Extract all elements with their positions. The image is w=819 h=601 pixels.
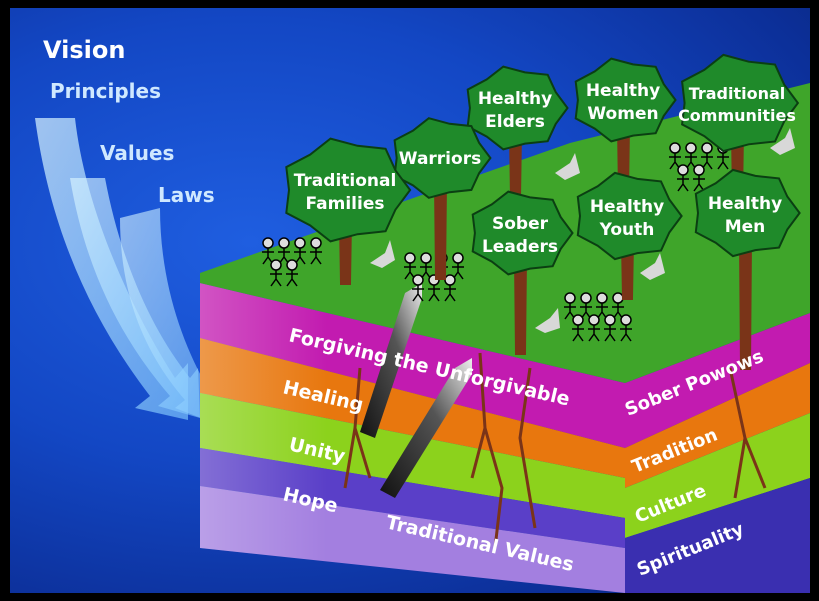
stick-figure	[310, 237, 322, 265]
stick-figure	[693, 164, 705, 192]
black-arrow-1	[360, 283, 422, 438]
stick-figure	[286, 259, 298, 287]
tree-label: Communities	[678, 106, 796, 125]
growth-arrow	[555, 153, 580, 180]
stick-figure	[620, 314, 632, 342]
values-label: Values	[100, 141, 174, 165]
tree-canopy	[574, 57, 677, 143]
stick-figures	[262, 142, 729, 342]
tree-label: Women	[587, 104, 658, 124]
tree-label: Sober	[492, 214, 549, 234]
growth-arrows	[370, 128, 795, 333]
tree-canopy	[466, 65, 569, 151]
stick-figure	[588, 314, 600, 342]
stick-figure	[596, 292, 608, 320]
stick-figure	[580, 292, 592, 320]
stick-figure	[444, 274, 456, 302]
tree-label: Healthy	[590, 197, 664, 217]
growth-arrow	[640, 253, 665, 280]
tree-canopy	[285, 137, 412, 243]
cascade-arrow-3	[120, 208, 214, 423]
growth-arrow	[770, 128, 795, 155]
stick-figure	[564, 292, 576, 320]
side-text: Vision Principles Values Laws	[43, 36, 215, 207]
principles-label: Principles	[50, 79, 161, 103]
tree-canopy	[576, 171, 683, 261]
tree-canopy	[694, 168, 801, 258]
tree-label: Youth	[599, 220, 655, 240]
tree: Warriors	[393, 117, 492, 280]
growth-arrow	[370, 240, 395, 268]
tree-label: Leaders	[482, 237, 558, 257]
stick-figure	[404, 252, 416, 280]
tree-canopy	[393, 117, 492, 199]
side-layer-culture	[625, 413, 810, 538]
cascade-arrows	[35, 118, 214, 423]
laws-label: Laws	[158, 183, 215, 207]
stick-figure	[677, 164, 689, 192]
tree-canopy	[471, 190, 574, 276]
stick-figure	[278, 237, 290, 265]
tree-label: Warriors	[399, 149, 481, 169]
tree-label: Elders	[485, 112, 545, 132]
stick-figure	[270, 259, 282, 287]
stick-figure	[294, 237, 306, 265]
stick-figure	[685, 142, 697, 170]
tree-label: Traditional	[689, 84, 786, 103]
black-arrow-2	[380, 358, 472, 498]
side-layer-sober-powows	[625, 313, 810, 448]
vision-label: Vision	[43, 36, 125, 64]
trees: HealthyEldersHealthyWomenTraditionalComm…	[285, 53, 801, 370]
stick-figure	[452, 252, 464, 280]
roots	[343, 352, 767, 549]
tree-label: Healthy	[586, 81, 660, 101]
tree-label: Healthy	[478, 89, 552, 109]
stick-figure	[604, 314, 616, 342]
diagram-canvas: HealthyEldersHealthyWomenTraditionalComm…	[35, 36, 810, 593]
tree-label: Healthy	[708, 194, 782, 214]
tree-canopy	[681, 53, 800, 153]
stick-figure	[262, 237, 274, 265]
stick-figure	[669, 142, 681, 170]
side-layer-tradition	[625, 363, 810, 488]
stick-figure	[701, 142, 713, 170]
growth-arrow	[535, 308, 560, 333]
stick-figure	[572, 314, 584, 342]
tree-label: Men	[725, 217, 766, 237]
stick-figure	[412, 274, 424, 302]
stick-figure	[420, 252, 432, 280]
tree-label: Families	[306, 194, 385, 214]
side-face	[625, 313, 810, 593]
black-arrows	[360, 283, 472, 498]
tree-label: Traditional	[294, 171, 397, 191]
side-layer-spirituality	[625, 478, 810, 593]
